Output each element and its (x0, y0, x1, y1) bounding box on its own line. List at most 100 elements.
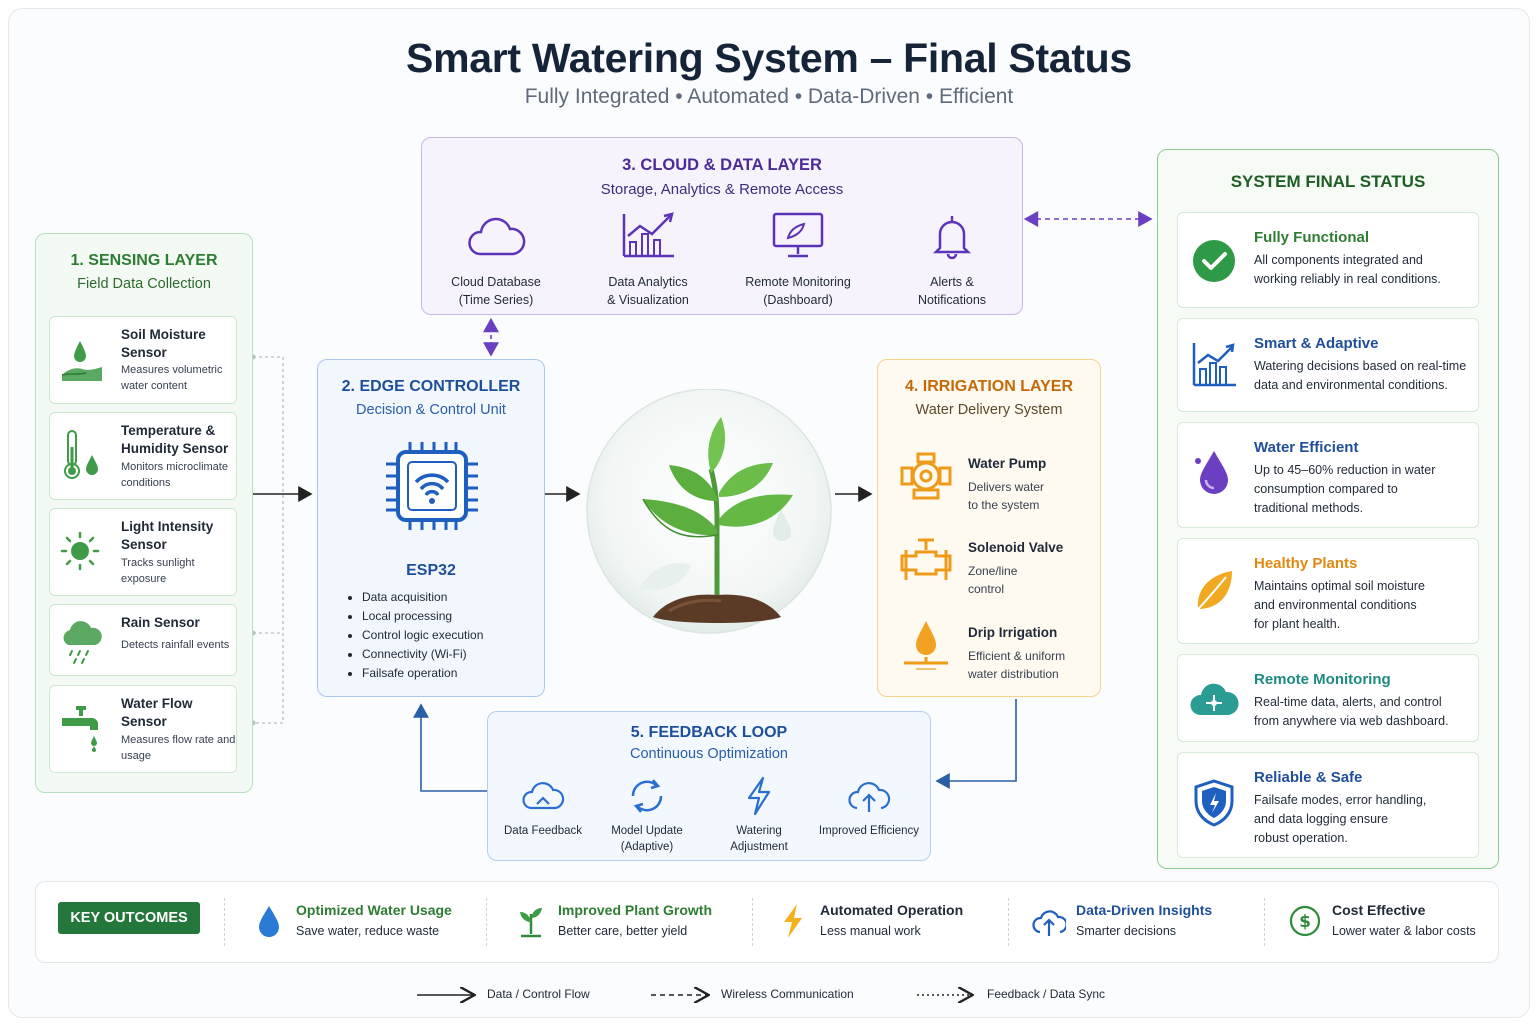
status-card-desc-line2: and data logging ensure (1254, 812, 1389, 826)
cloud-item-alerts[interactable]: Alerts &Notifications (882, 210, 1022, 309)
cloud-item-line1: Data Analytics (608, 275, 688, 289)
status-card-reliable-safe[interactable]: Reliable & Safe Failsafe modes, error ha… (1177, 752, 1479, 858)
diagram-page: Smart Watering System – Final Status Ful… (8, 8, 1530, 1018)
cloud-item-remote-monitoring[interactable]: Remote Monitoring(Dashboard) (728, 210, 868, 309)
status-card-desc-line2: data and environmental conditions. (1254, 378, 1448, 392)
faucet-icon (62, 706, 98, 752)
growth-chart-icon (1192, 343, 1236, 387)
connector-lines (250, 211, 1153, 792)
status-card-desc-line1: All components integrated and (1254, 253, 1423, 267)
status-panel-title: SYSTEM FINAL STATUS (1230, 172, 1426, 191)
status-card-water-efficient[interactable]: Water Efficient Up to 45–60% reduction i… (1177, 422, 1479, 528)
outcome-name: Improved Plant Growth (558, 902, 713, 918)
valve-icon (900, 538, 952, 580)
edge-feature: Control logic execution (362, 626, 483, 645)
sensor-desc: Measures volumetric water content (121, 364, 223, 392)
sensor-name: Soil Moisture Sensor (121, 327, 206, 360)
sensor-name: Temperature & Humidity Sensor (121, 423, 229, 456)
status-card-desc-line2: working reliably in real conditions. (1254, 272, 1441, 286)
cloud-item-line2: (Dashboard) (763, 293, 833, 307)
status-card-desc-line2: consumption compared to (1254, 482, 1398, 496)
status-card-healthy-plants[interactable]: Healthy Plants Maintains optimal soil mo… (1177, 538, 1479, 644)
page-title: Smart Watering System – Final Status (406, 35, 1132, 81)
cloud-icon (468, 217, 526, 256)
key-outcomes-badge: KEY OUTCOMES (58, 902, 200, 934)
outcome-separator (752, 898, 753, 946)
outcome-name: Optimized Water Usage (296, 902, 452, 918)
feedback-item-line2: Adjustment (730, 841, 788, 853)
sensor-card-light-intensity[interactable]: Light Intensity Sensor Tracks sunlight e… (49, 508, 237, 596)
cloud-item-line1: Cloud Database (451, 275, 541, 289)
legend-solid-label: Data / Control Flow (487, 987, 590, 1001)
feedback-item-model-update[interactable]: Model Update(Adaptive) (592, 776, 702, 855)
outcome-desc: Smarter decisions (1076, 924, 1177, 938)
sensor-desc: Detects rainfall events (121, 639, 230, 651)
feedback-item-line1: Watering (736, 825, 782, 837)
thermometer-icon (64, 430, 98, 479)
legend-dotted-label: Feedback / Data Sync (987, 987, 1106, 1001)
sensor-card-temperature-humidity[interactable]: Temperature & Humidity Sensor Monitors m… (49, 412, 237, 500)
status-card-desc-line2: and environmental conditions (1254, 598, 1417, 612)
sensor-name: Light Intensity Sensor (121, 519, 214, 552)
feedback-item-data-feedback[interactable]: Data Feedback (488, 776, 598, 839)
water-drop-icon (259, 906, 279, 937)
sensor-card-water-flow[interactable]: Water Flow Sensor Measures flow rate and… (49, 685, 237, 773)
cloud-network-icon (1190, 683, 1239, 715)
cloud-upload-icon (1032, 910, 1066, 936)
outcome-desc: Save water, reduce waste (296, 924, 440, 938)
cloud-data-layer-panel: 3. CLOUD & DATA LAYER Storage, Analytics… (421, 137, 1023, 315)
cloud-upload-icon (848, 782, 891, 812)
outcome-desc: Lower water & labor costs (1332, 924, 1476, 938)
edge-feature: Data acquisition (362, 588, 483, 607)
cloud-item-line2: & Visualization (607, 293, 689, 307)
cloud-item-line1: Alerts & (930, 275, 974, 289)
edge-feature-list: Data acquisition Local processing Contro… (348, 588, 483, 683)
cloud-item-database[interactable]: Cloud Database(Time Series) (426, 210, 566, 309)
outcome-separator (224, 898, 225, 946)
feedback-loop-subtitle: Continuous Optimization (630, 746, 788, 762)
status-card-desc-line1: Failsafe modes, error handling, (1254, 793, 1427, 807)
irrigation-item-desc-line2: water distribution (968, 667, 1059, 681)
irrigation-layer-panel: 4. IRRIGATION LAYER Water Delivery Syste… (877, 359, 1101, 697)
edge-feature: Local processing (362, 607, 483, 626)
sensor-card-soil-moisture[interactable]: Soil Moisture Sensor Measures volumetric… (49, 316, 237, 404)
outcome-name: Automated Operation (820, 902, 964, 918)
feedback-item-line1: Data Feedback (504, 825, 582, 837)
bell-icon (932, 216, 972, 260)
status-card-name: Healthy Plants (1254, 555, 1358, 572)
status-card-remote-monitoring[interactable]: Remote Monitoring Real-time data, alerts… (1177, 654, 1479, 742)
water-drop-icon (1195, 451, 1228, 494)
status-card-desc: Maintains optimal soil moisture and envir… (1254, 577, 1474, 634)
status-card-fully-functional[interactable]: Fully Functional All components integrat… (1177, 212, 1479, 308)
lightning-icon (784, 904, 802, 938)
drip-icon (904, 621, 948, 670)
status-card-desc-line3: for plant health. (1254, 617, 1341, 631)
status-card-name: Water Efficient (1254, 439, 1359, 456)
legend-dashed-label: Wireless Communication (721, 987, 854, 1001)
status-card-desc-line3: robust operation. (1254, 831, 1348, 845)
cloud-item-analytics[interactable]: Data Analytics & Visualization (578, 210, 718, 309)
feedback-loop-title: 5. FEEDBACK LOOP (630, 724, 788, 741)
feedback-item-line1: Model Update (611, 825, 683, 837)
key-outcomes-bar: KEY OUTCOMES Optimized Water Usage Save … (35, 881, 1499, 963)
soil-moisture-icon (61, 341, 102, 381)
feedback-item-improved-efficiency[interactable]: Improved Efficiency (814, 776, 924, 839)
status-card-smart-adaptive[interactable]: Smart & Adaptive Watering decisions base… (1177, 318, 1479, 412)
sensor-desc: Monitors microclimate conditions (121, 461, 228, 489)
status-card-desc-line1: Maintains optimal soil moisture (1254, 579, 1425, 593)
svg-text:$: $ (1299, 912, 1311, 932)
irrigation-item-name: Drip Irrigation (968, 625, 1058, 640)
pump-icon (900, 452, 952, 500)
shield-icon (1194, 779, 1234, 827)
outcome-separator (486, 898, 487, 946)
outcome-name: Cost Effective (1332, 902, 1426, 918)
irrigation-item-name: Water Pump (968, 456, 1047, 471)
sensor-card-rain[interactable]: Rain Sensor Detects rainfall events (49, 604, 237, 676)
